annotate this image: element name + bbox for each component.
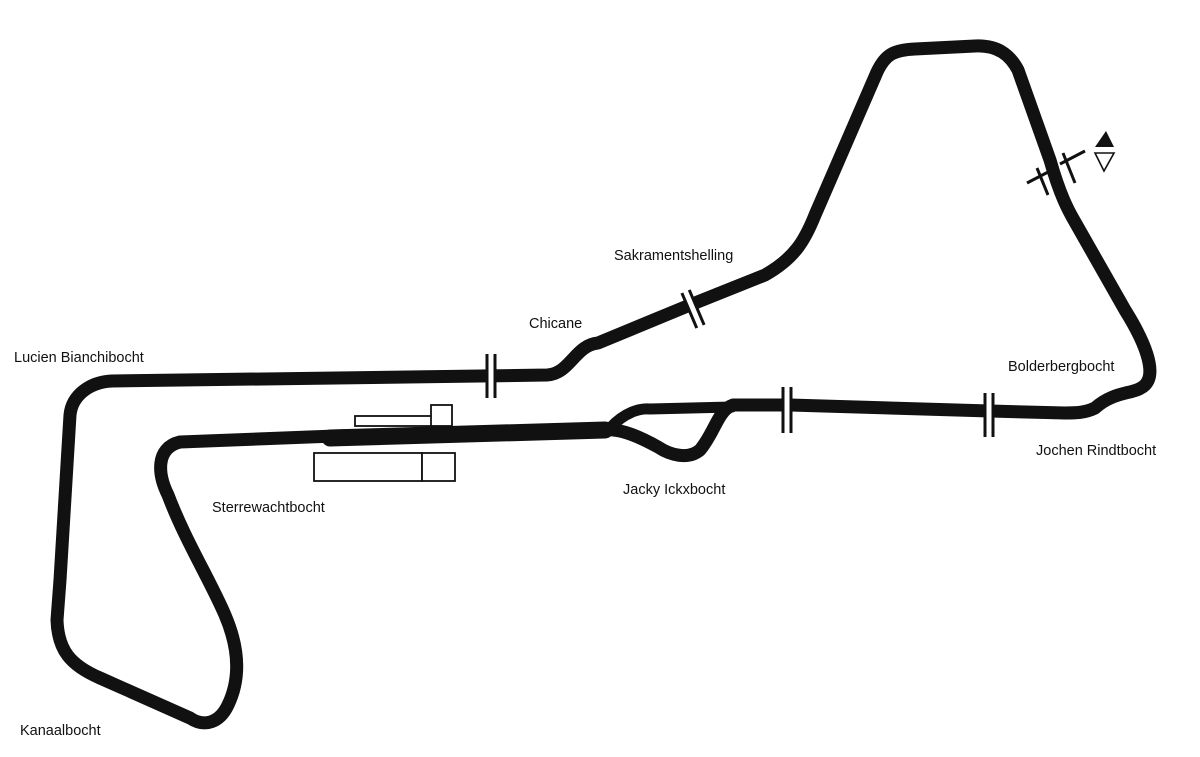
sector-markers <box>485 289 995 437</box>
label-jochen-rindtbocht: Jochen Rindtbocht <box>1036 443 1156 459</box>
label-jacky-ickxbocht: Jacky Ickxbocht <box>623 482 725 498</box>
marker-back-straight-2 <box>983 393 995 437</box>
pit-lane-branch <box>604 401 738 434</box>
control-tower <box>430 404 453 427</box>
pit-building-upper <box>354 415 433 427</box>
label-sakramentshelling: Sakramentshelling <box>614 248 733 264</box>
label-sterrewachtbocht: Sterrewachtbocht <box>212 500 325 516</box>
circuit-track <box>50 39 1157 730</box>
marker-lucien-straight <box>485 354 497 398</box>
label-chicane: Chicane <box>529 316 582 332</box>
pit-building-lower <box>313 452 423 482</box>
start-finish-marker <box>1026 131 1116 196</box>
marker-back-straight-1 <box>781 387 793 433</box>
filled-triangle-icon <box>1095 131 1114 147</box>
label-kanaalbocht: Kanaalbocht <box>20 723 101 739</box>
label-bolderbergbocht: Bolderbergbocht <box>1008 359 1114 375</box>
pit-building-lower-end <box>421 452 456 482</box>
label-lucien-bianchibocht: Lucien Bianchibocht <box>14 350 144 366</box>
outline-triangle-icon <box>1093 152 1116 173</box>
marker-sakramentshelling <box>680 289 706 329</box>
pit-straight <box>321 421 614 447</box>
